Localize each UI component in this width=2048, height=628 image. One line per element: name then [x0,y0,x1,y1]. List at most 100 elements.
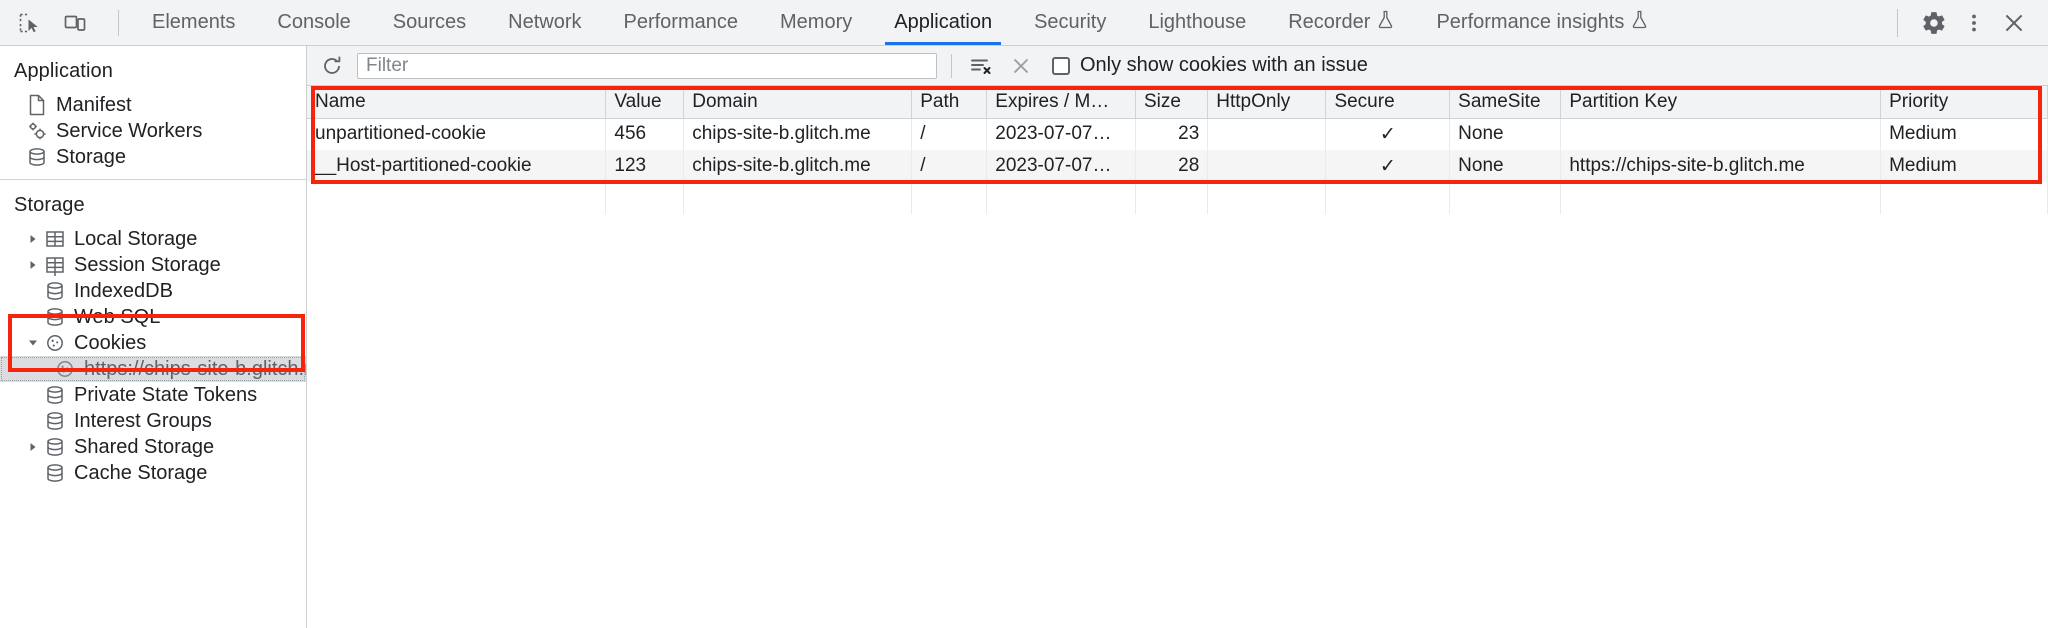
column-header-value[interactable]: Value [605,86,685,119]
sidebar-item-label: Cookies [74,332,147,354]
document-icon [24,94,50,116]
tab-network[interactable]: Network [487,0,602,45]
tab-label: Sources [392,11,467,33]
empty-cell [307,182,607,214]
chevron-right-icon[interactable] [24,234,42,244]
empty-cell [911,182,988,214]
cell-expires: 2023-07-07… [986,118,1136,150]
clear-filtered-cookies-icon[interactable] [1006,51,1036,81]
tab-lighthouse[interactable]: Lighthouse [1127,0,1267,45]
sidebar-item-label: Local Storage [74,228,198,250]
gears-icon [24,120,50,142]
column-header-expires[interactable]: Expires / M… [986,86,1136,119]
tab-label: Lighthouse [1148,11,1247,33]
cell-samesite: None [1449,150,1562,182]
empty-cell [1325,182,1451,214]
cell-value: 456 [605,118,685,150]
only-show-issues-checkbox[interactable]: Only show cookies with an issue [1052,54,1368,77]
column-header-priority[interactable]: Priority [1880,86,2048,119]
cell-priority: Medium [1880,150,2048,182]
checkbox-box[interactable] [1052,56,1070,75]
chevron-right-icon[interactable] [24,442,42,452]
tabbar-right-icons [1897,0,2048,45]
empty-cell [986,182,1136,214]
cookies-table: Name Value Domain Path Expires / M… Size… [307,86,2048,214]
tab-label: Performance [623,11,739,33]
tab-label: Performance insights [1436,11,1625,33]
inspect-element-icon[interactable] [14,8,44,38]
empty-cell [1449,182,1562,214]
tabbar-right-divider [1897,8,1898,37]
chevron-down-icon[interactable] [24,338,42,348]
table-header-row: Name Value Domain Path Expires / M… Size… [307,86,2048,119]
gear-icon[interactable] [1916,5,1952,41]
column-header-partition-key[interactable]: Partition Key [1560,86,1882,119]
checkbox-label: Only show cookies with an issue [1080,54,1368,76]
column-header-domain[interactable]: Domain [683,86,913,119]
filter-input[interactable] [357,52,937,79]
sidebar-item-storage[interactable]: Storage [0,144,306,170]
sidebar-item-shared-storage[interactable]: Shared Storage [0,434,306,460]
sidebar-item-indexeddb[interactable]: IndexedDB [0,278,306,304]
sidebar-item-web-sql[interactable]: Web SQL [0,304,306,330]
sidebar-item-cookies[interactable]: Cookies [0,330,306,356]
chevron-right-icon[interactable] [24,260,42,270]
tab-recorder[interactable]: Recorder [1267,0,1415,45]
sidebar-item-label: Cache Storage [74,462,208,484]
column-header-samesite[interactable]: SameSite [1449,86,1562,119]
more-vertical-icon[interactable] [1956,5,1992,41]
column-header-path[interactable]: Path [911,86,988,119]
panel-tabs: Elements Console Sources Network Perform… [131,0,1669,45]
tab-sources[interactable]: Sources [372,0,487,45]
sidebar-item-private-state-tokens[interactable]: Private State Tokens [0,382,306,408]
tabbar-divider [118,9,119,36]
sidebar-item-cookie-origin[interactable]: https://chips-site-b.glitch.me [0,356,306,382]
cell-secure: ✓ [1325,118,1451,150]
table-row[interactable]: unpartitioned-cookie 456 chips-site-b.gl… [307,118,2048,150]
cell-domain: chips-site-b.glitch.me [683,118,913,150]
cell-partition-key: https://chips-site-b.glitch.me [1560,150,1882,182]
section-title-application: Application [14,60,113,82]
sidebar-item-cache-storage[interactable]: Cache Storage [0,460,306,486]
cookies-table-head: Name Value Domain Path Expires / M… Size… [307,86,2048,119]
column-header-secure[interactable]: Secure [1325,86,1451,119]
sidebar-item-label: Storage [56,146,127,168]
column-header-name[interactable]: Name [307,86,607,119]
cell-samesite: None [1449,118,1562,150]
cell-domain: chips-site-b.glitch.me [683,150,913,182]
column-header-httponly[interactable]: HttpOnly [1207,86,1327,119]
refresh-icon[interactable] [317,51,347,81]
devtools-tabbar: Elements Console Sources Network Perform… [0,0,2048,46]
tab-security[interactable]: Security [1013,0,1127,45]
application-sidebar: Application Manifest [0,46,307,628]
tab-elements[interactable]: Elements [131,0,256,45]
column-header-size[interactable]: Size [1135,86,1209,119]
cell-path: / [911,150,988,182]
tab-console[interactable]: Console [256,0,371,45]
section-title-storage: Storage [14,194,85,216]
sidebar-item-service-workers[interactable]: Service Workers [0,118,306,144]
sidebar-item-label: Private State Tokens [74,384,258,406]
empty-cell [1880,182,2048,214]
sidebar-item-label: Shared Storage [74,436,215,458]
tab-memory[interactable]: Memory [759,0,873,45]
cookies-panel: Only show cookies with an issue Name Val… [307,46,2048,628]
sidebar-item-interest-groups[interactable]: Interest Groups [0,408,306,434]
cell-expires: 2023-07-07… [986,150,1136,182]
table-row[interactable]: __Host-partitioned-cookie 123 chips-site… [307,150,2048,182]
device-toolbar-icon[interactable] [60,8,90,38]
cell-partition-key [1560,118,1882,150]
sidebar-item-label: Session Storage [74,254,221,276]
database-icon [42,384,68,406]
sidebar-item-session-storage[interactable]: Session Storage [0,252,306,278]
sidebar-item-local-storage[interactable]: Local Storage [0,226,306,252]
tab-performance-insights[interactable]: Performance insights [1415,0,1669,45]
cell-secure: ✓ [1325,150,1451,182]
clear-all-cookies-icon[interactable] [966,51,996,81]
tab-performance[interactable]: Performance [603,0,760,45]
sidebar-item-manifest[interactable]: Manifest [0,92,306,118]
close-icon[interactable] [1996,5,2032,41]
database-icon [42,462,68,484]
tab-application[interactable]: Application [873,0,1013,45]
